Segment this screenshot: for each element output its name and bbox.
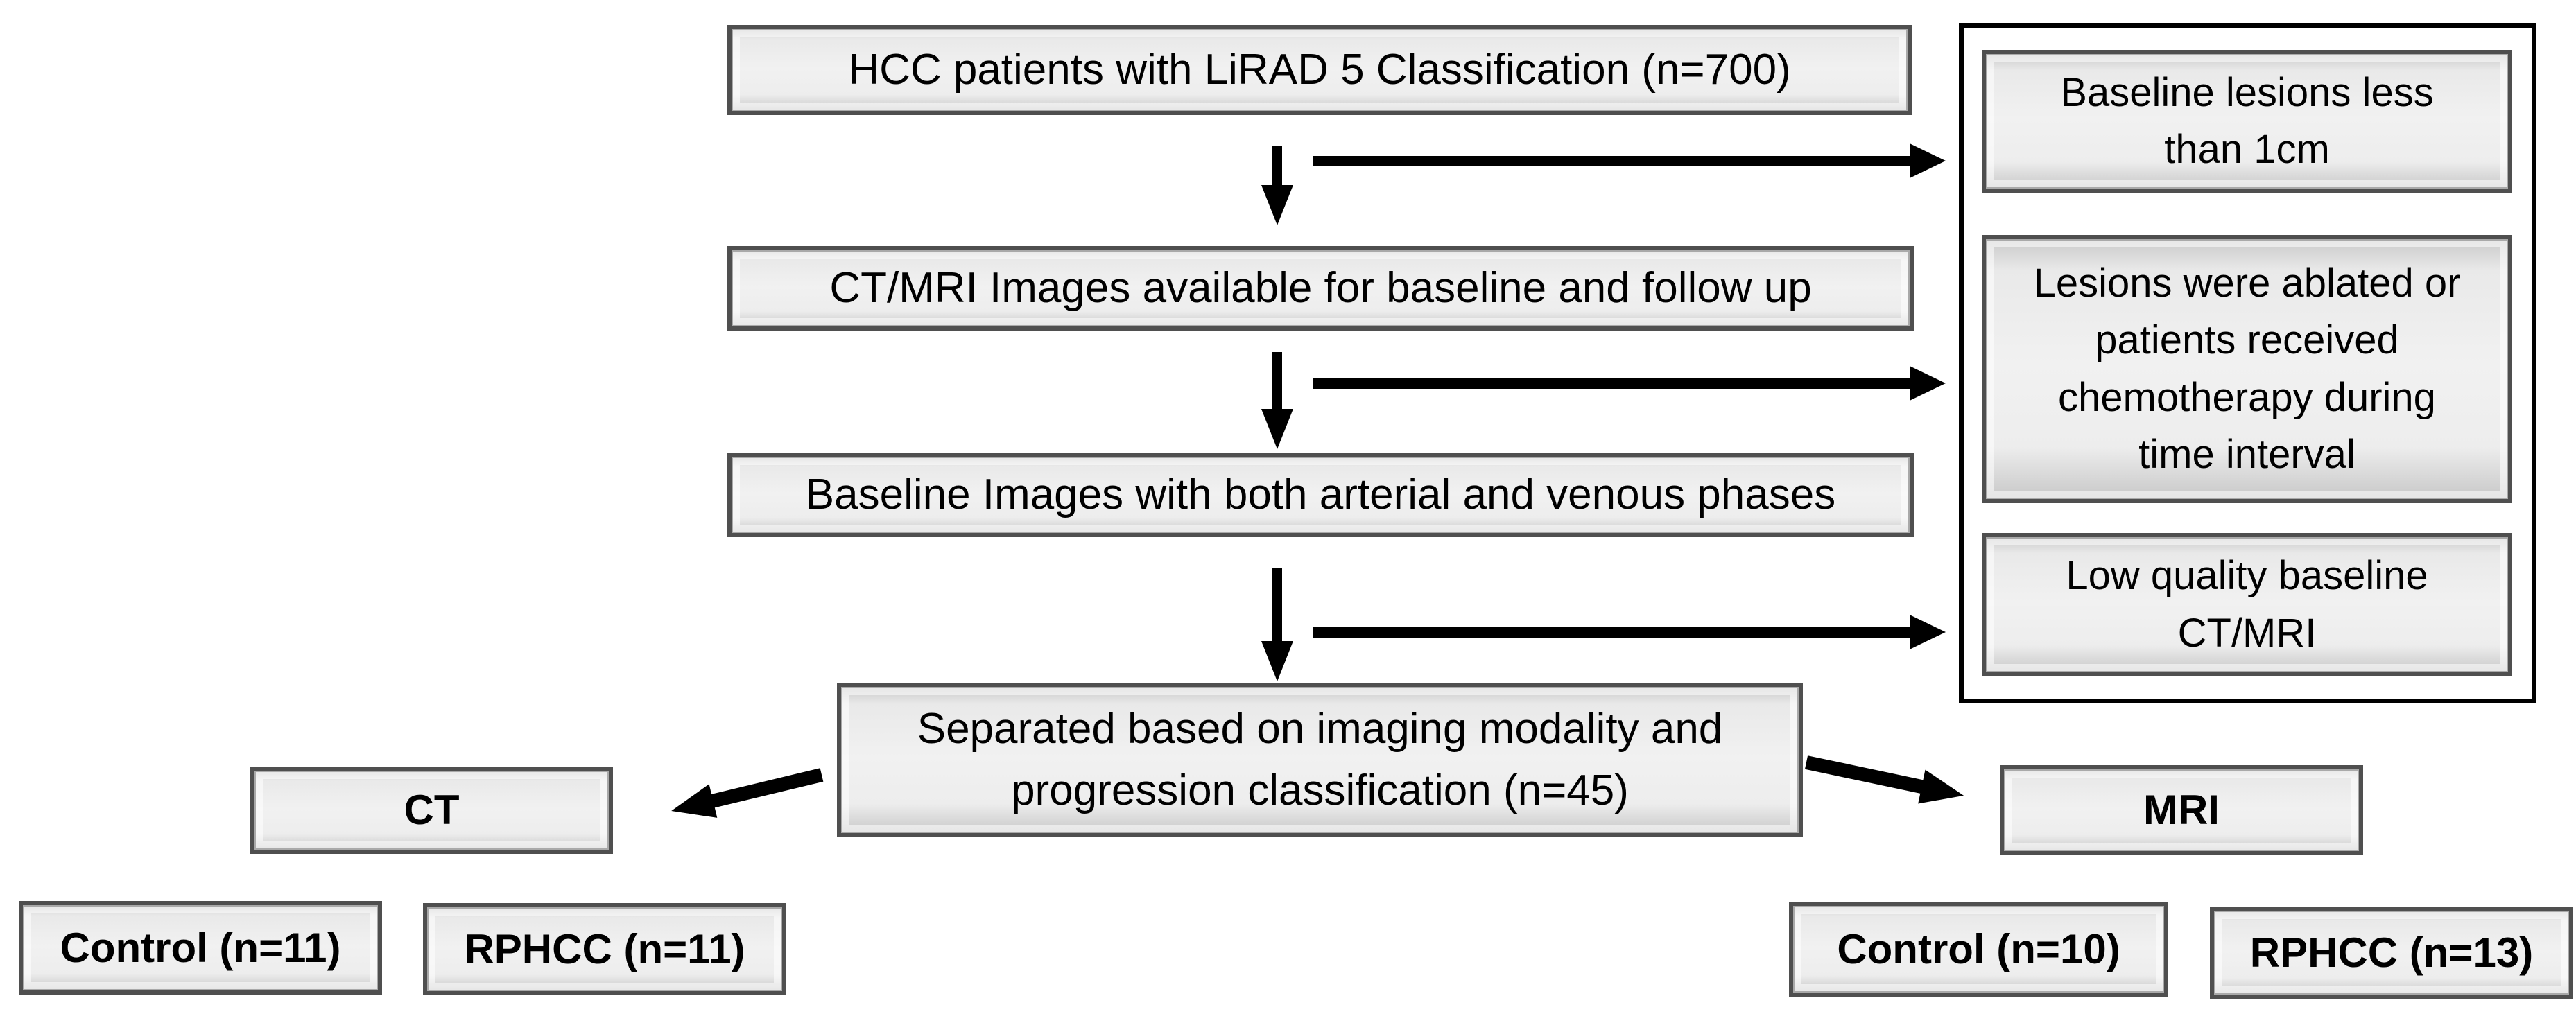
arrow-exclusion-3 <box>1313 615 1946 649</box>
node-label: Low quality baseline CT/MRI <box>2066 553 2428 656</box>
node-separated-modality: Separated based on imaging modality and … <box>837 683 1803 837</box>
node-label: Baseline Images with both arterial and v… <box>805 470 1836 518</box>
node-exclusion-ablated-chemotherapy: Lesions were ablated or patients receive… <box>1982 235 2512 503</box>
arrow-shaft <box>1272 352 1282 413</box>
arrow-shaft <box>1804 755 1926 794</box>
arrow-to-mri <box>1803 746 1968 813</box>
node-label: Control (n=11) <box>60 924 341 971</box>
node-ct-rphcc: RPHCC (n=11) <box>423 903 786 995</box>
arrow-exclusion-2 <box>1313 366 1946 401</box>
node-label: MRI <box>2143 787 2220 834</box>
arrow-head <box>1910 143 1946 178</box>
node-hcc-patients: HCC patients with LiRAD 5 Classification… <box>727 25 1912 115</box>
node-label: Separated based on imaging modality and … <box>917 705 1723 814</box>
node-label: Baseline lesions less than 1cm <box>2060 69 2434 172</box>
node-label: Lesions were ablated or patients receive… <box>2033 260 2461 477</box>
node-ct: CT <box>250 767 613 854</box>
node-label: Control (n=10) <box>1837 925 2120 972</box>
arrow-shaft <box>1313 627 1912 638</box>
node-label: CT <box>404 787 460 834</box>
arrow-shaft <box>1313 378 1912 389</box>
arrow-head <box>1910 366 1946 401</box>
arrow-exclusion-1 <box>1313 143 1946 178</box>
arrow-down-3 <box>1261 568 1293 681</box>
node-exclusion-low-quality: Low quality baseline CT/MRI <box>1982 533 2512 676</box>
arrow-head <box>1261 641 1293 681</box>
node-ct-control: Control (n=11) <box>19 901 382 995</box>
arrow-head <box>1261 409 1293 449</box>
node-label: RPHCC (n=11) <box>464 925 745 972</box>
arrow-shaft <box>709 768 824 809</box>
node-ct-mri-images-available: CT/MRI Images available for baseline and… <box>727 246 1914 331</box>
arrow-head <box>1910 615 1946 649</box>
node-baseline-images-phases: Baseline Images with both arterial and v… <box>727 453 1914 537</box>
node-exclusion-lesions-less-1cm: Baseline lesions less than 1cm <box>1982 50 2512 193</box>
node-mri-rphcc: RPHCC (n=13) <box>2210 907 2573 999</box>
arrow-down-1 <box>1261 146 1293 225</box>
node-label: HCC patients with LiRAD 5 Classification… <box>848 45 1791 94</box>
arrow-shaft <box>1272 146 1282 189</box>
arrow-shaft <box>1313 156 1912 166</box>
node-label: RPHCC (n=13) <box>2249 929 2534 976</box>
arrow-head <box>667 784 718 828</box>
arrow-head <box>1918 769 1968 813</box>
arrow-head <box>1261 185 1293 225</box>
arrow-to-ct <box>667 758 826 828</box>
arrow-down-2 <box>1261 352 1293 449</box>
arrow-shaft <box>1272 568 1282 645</box>
node-mri: MRI <box>2000 765 2363 855</box>
exclusion-panel: Baseline lesions less than 1cm Lesions w… <box>1959 23 2536 703</box>
node-mri-control: Control (n=10) <box>1789 902 2168 997</box>
node-label: CT/MRI Images available for baseline and… <box>829 263 1812 312</box>
